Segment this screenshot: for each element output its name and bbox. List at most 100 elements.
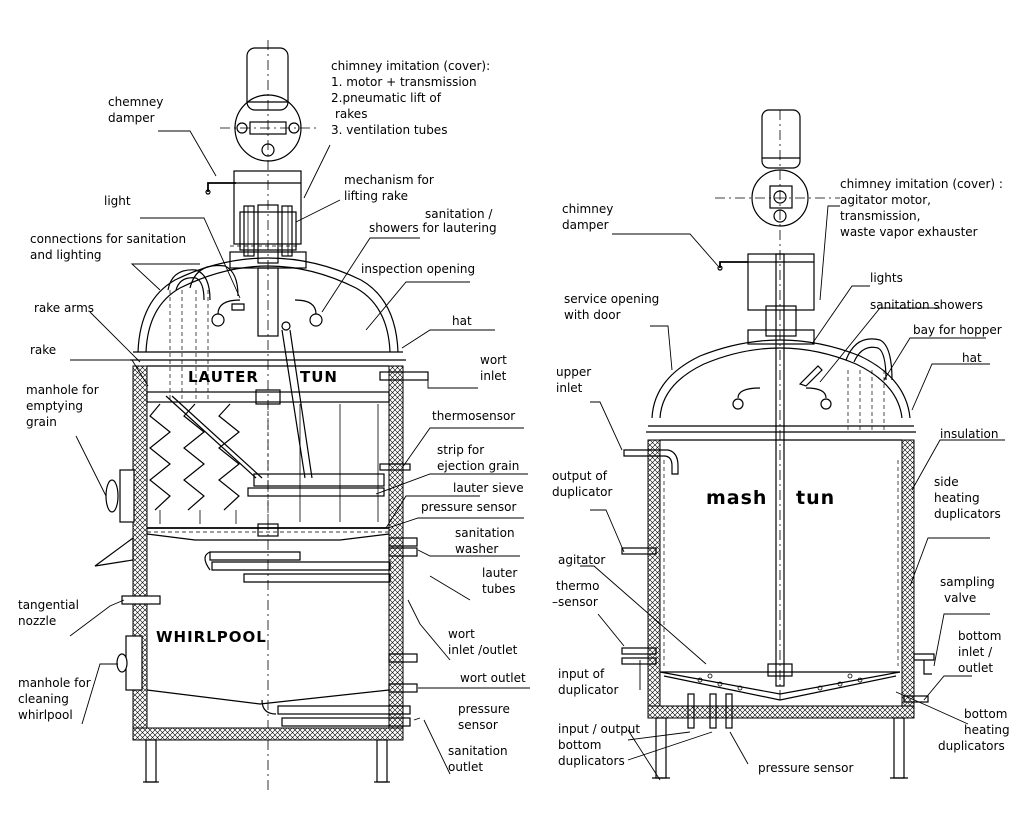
label-r-io-bottom-dup-2: bottom [558,738,601,752]
label-wort-outlet: wort outlet [460,671,526,685]
label-damper-1: chemney [108,95,163,109]
label-r-bottom-io-1: bottom [958,629,1001,643]
label-tangential-2: nozzle [18,614,56,628]
label-manhole-clean-1: manhole for [18,676,91,690]
label-r-hat: hat [962,351,982,365]
label-r-chimney-cover-title: chimney imitation (cover) : [840,177,1003,191]
right-wall-insulation [388,365,404,739]
label-sanit-washer-2: washer [455,542,498,556]
label-wort-io-1: wort [448,627,475,641]
label-pressure-sensor-bottom-2: sensor [458,718,498,732]
label-r-side-heat-2: heating [934,491,980,505]
mash-tun-vessel [621,109,935,779]
label-r-chimney-cover-3: waste vapor exhauster [840,225,978,239]
label-r-io-bottom-dup-3: duplicators [558,754,625,768]
label-pressure-sensor-top: pressure sensor [421,500,516,514]
label-r-output-dup-1: output of [552,469,608,483]
label-r-lights: lights [870,271,903,285]
leader-lines [69,130,1005,781]
label-strip-1: strip for [437,443,484,457]
mash-title-left: mash [706,487,767,509]
label-rake: rake [30,343,56,357]
label-r-thermo-1: thermo [556,579,599,593]
label-wort-inlet-2: inlet [480,369,507,383]
label-sanit-showers-2: showers for lautering [369,221,497,235]
label-chimney-cover-2: 2.pneumatic lift of [331,91,442,105]
manhole-emptying-grain [119,469,135,523]
label-lauter-tubes-2: tubes [482,582,516,596]
label-damper-2: damper [108,111,155,125]
label-connections-2: and lighting [30,248,102,262]
label-chimney-cover-3: 3. ventilation tubes [331,123,447,137]
label-connections-1: connections for sanitation [30,232,186,246]
label-r-bottom-io-2: inlet / [958,645,993,659]
lauter-whirlpool-vessel [94,40,429,790]
label-r-chimney-cover-2: transmission, [840,209,920,223]
label-r-thermo-2: –sensor [552,595,598,609]
label-r-service-1: service opening [564,292,659,306]
label-chimney-cover-1: 1. motor + transmission [331,75,477,89]
chimney [233,170,302,245]
label-rake-arms: rake arms [34,301,94,315]
bottom-insulation [132,727,404,741]
right-labels: chimney imitation (cover) : agitator mot… [552,177,1010,775]
label-r-bottom-heat-2: heating [964,723,1010,737]
label-sanit-washer-1: sanitation [455,526,515,540]
label-r-pressure-sensor: pressure sensor [758,761,853,775]
label-lift-2: lifting rake [344,189,408,203]
lauter-hat [137,257,399,353]
lauter-title-left: LAUTER [188,368,259,386]
manhole-cleaning-whirlpool [125,635,143,691]
label-manhole-empty-1: manhole for [26,383,99,397]
label-r-sampling-1: sampling [940,575,995,589]
label-r-output-dup-2: duplicator [552,485,613,499]
label-r-input-dup-1: input of [558,667,605,681]
rake-arm-bar [146,391,390,403]
label-r-chimney-cover-1: agitator motor, [840,193,931,207]
label-r-damper-2: damper [562,218,609,232]
label-tangential-1: tangential [18,598,79,612]
mash-left-insulation [647,439,661,719]
label-r-insulation: insulation [940,427,998,441]
label-hat-left: hat [452,314,472,328]
label-thermosensor: thermosensor [432,409,515,423]
label-manhole-clean-3: whirlpool [18,708,73,722]
label-r-bay-hopper: bay for hopper [913,323,1002,337]
label-r-bottom-heat-3: duplicators [938,739,1005,753]
mash-hat [651,339,911,419]
label-r-upper-inlet-1: upper [556,365,591,379]
lauter-title-right: TUN [300,368,338,386]
label-chimney-cover-title: chimney imitation (cover): [331,59,490,73]
label-light: light [104,194,131,208]
label-inspection: inspection opening [361,262,475,276]
mash-title-right: tun [796,487,835,509]
label-pressure-sensor-bottom-1: pressure [458,702,510,716]
label-r-input-dup-2: duplicator [558,683,619,697]
label-r-service-2: with door [564,308,621,322]
label-r-upper-inlet-2: inlet [556,381,583,395]
motor-cylinder [246,47,289,111]
label-sanit-showers-1: sanitation / [425,207,493,221]
label-manhole-empty-3: grain [26,415,57,429]
label-manhole-empty-2: emptying [26,399,83,413]
left-labels: chimney imitation (cover): 1. motor + tr… [18,59,526,774]
label-r-agitator: agitator [558,553,605,567]
label-sanit-outlet-2: outlet [448,760,483,774]
label-lauter-tubes-1: lauter [482,566,517,580]
label-r-sanit-showers: sanitation showers [870,298,983,312]
label-r-side-heat-3: duplicators [934,507,1001,521]
rake [149,403,171,511]
label-r-bottom-heat-1: bottom [964,707,1007,721]
label-lift-1: mechanism for [344,173,434,187]
label-r-io-bottom-dup-1: input / output [558,722,640,736]
label-r-sampling-2: valve [944,591,976,605]
label-chimney-cover-2b: rakes [335,107,367,121]
label-lauter-sieve: lauter sieve [453,481,524,495]
label-wort-inlet-1: wort [480,353,507,367]
label-manhole-clean-2: cleaning [18,692,69,706]
label-r-side-heat-1: side [934,475,959,489]
label-wort-io-2: inlet /outlet [448,643,518,657]
label-r-damper-1: chimney [562,202,613,216]
label-sanit-outlet-1: sanitation [448,744,508,758]
label-strip-2: ejection grain [437,459,519,473]
